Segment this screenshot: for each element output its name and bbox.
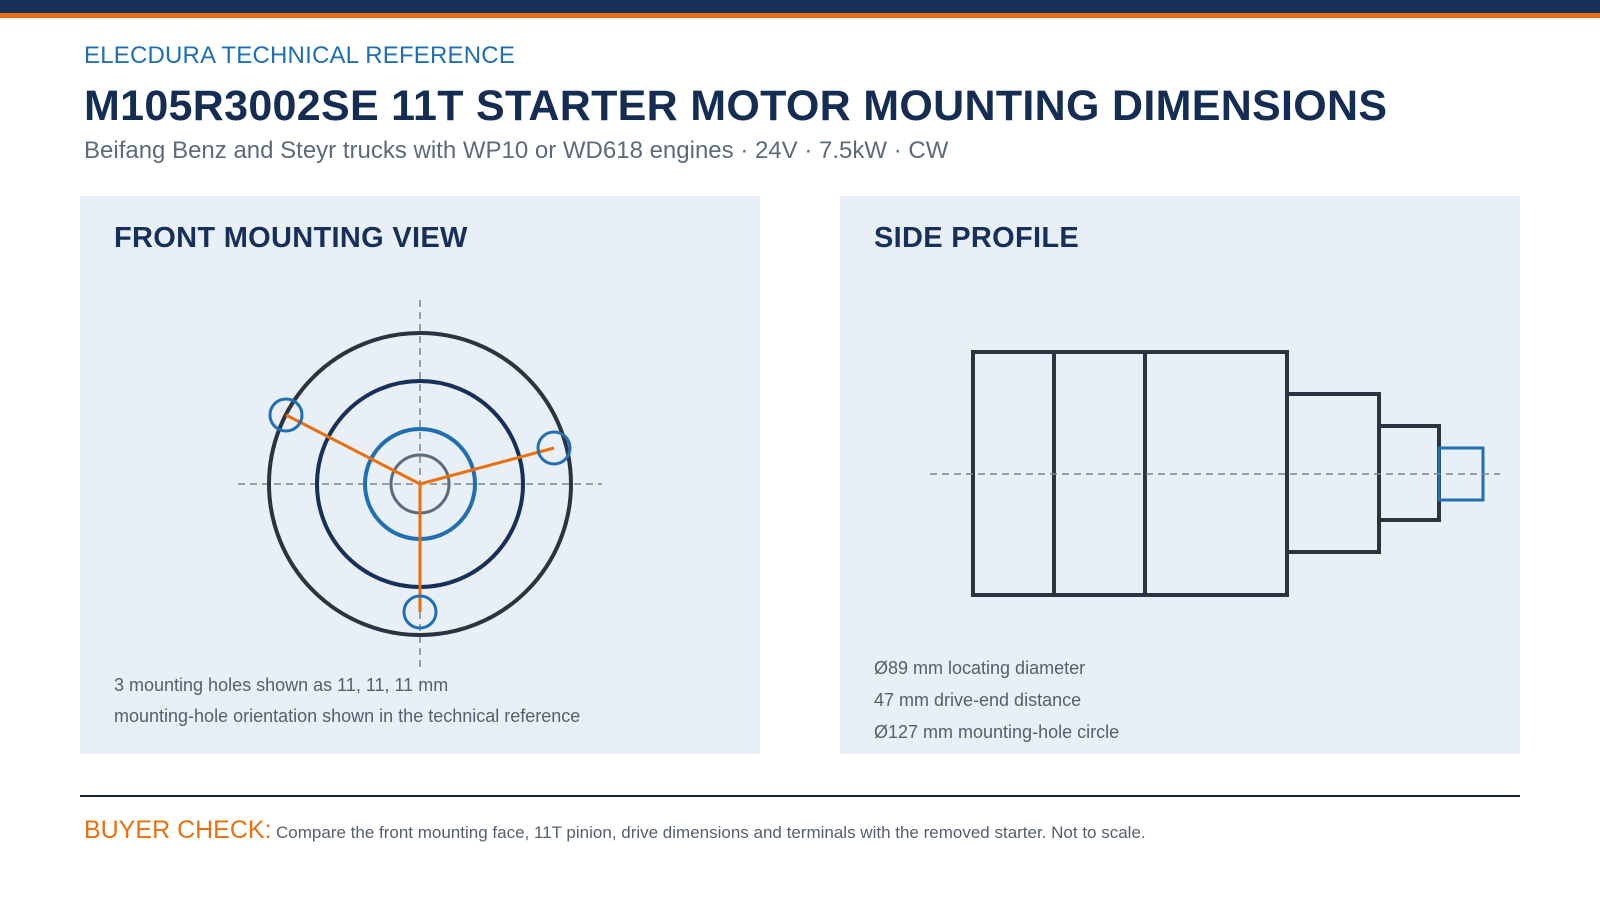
top-brand-bar [0,0,1600,13]
top-accent-stripe [0,13,1600,18]
page-subtitle: Beifang Benz and Steyr trucks with WP10 … [84,137,949,164]
side-note-drive-end-distance: 47 mm drive-end distance [874,690,1082,710]
mounting-hole-bottom [402,594,438,630]
footer-divider [80,795,1520,797]
front-view-note-orientation: mounting-hole orientation shown in the t… [114,706,581,726]
side-note-locating-diameter: Ø89 mm locating diameter [874,658,1086,678]
front-mounting-view-panel: FRONT MOUNTING VIEW 3 mounting holes sho… [80,196,760,754]
page-title: M105R3002SE 11T STARTER MOTOR MOUNTING D… [84,82,1388,130]
side-profile-drawing [930,350,1500,597]
side-profile-panel: SIDE PROFILE Ø89 mm locating diameter 47… [840,196,1520,754]
outer-flange-circle [267,331,573,637]
drive-housing-outline [1285,392,1381,554]
side-note-hole-circle: Ø127 mm mounting-hole circle [874,722,1120,742]
hole-ray-right [419,446,555,486]
front-view-note-holes: 3 mounting holes shown as 11, 11, 11 mm [114,675,449,695]
brand-label: ELECDURA TECHNICAL REFERENCE [84,42,516,69]
nose-outline [1377,424,1441,522]
front-view-title: FRONT MOUNTING VIEW [114,222,468,254]
mounting-hole-right [536,430,572,466]
buyer-check-footer: BUYER CHECK: Compare the front mounting … [84,816,1146,845]
side-profile-title: SIDE PROFILE [874,222,1080,254]
hole-ray-upper-left [285,413,421,486]
mounting-hole-upper-left [268,397,304,433]
front-view-drawing [238,300,602,668]
buyer-check-label: BUYER CHECK: [84,816,272,844]
buyer-check-text: Compare the front mounting face, 11T pin… [276,823,1146,842]
